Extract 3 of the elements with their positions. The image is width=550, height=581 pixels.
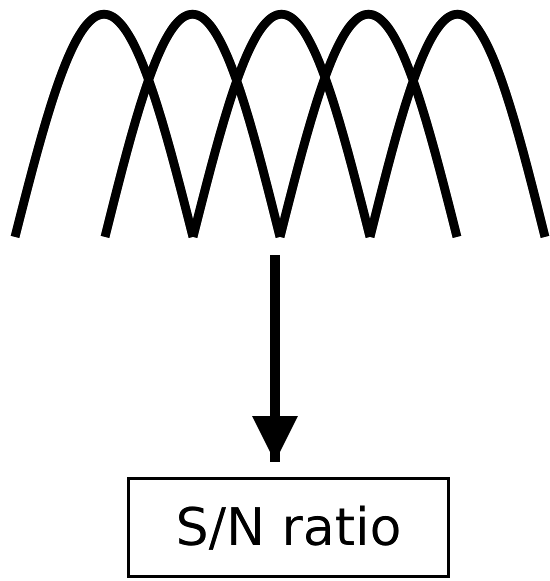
box-label: S/N ratio <box>176 498 402 558</box>
arrow <box>252 255 298 462</box>
label-box <box>127 477 450 578</box>
